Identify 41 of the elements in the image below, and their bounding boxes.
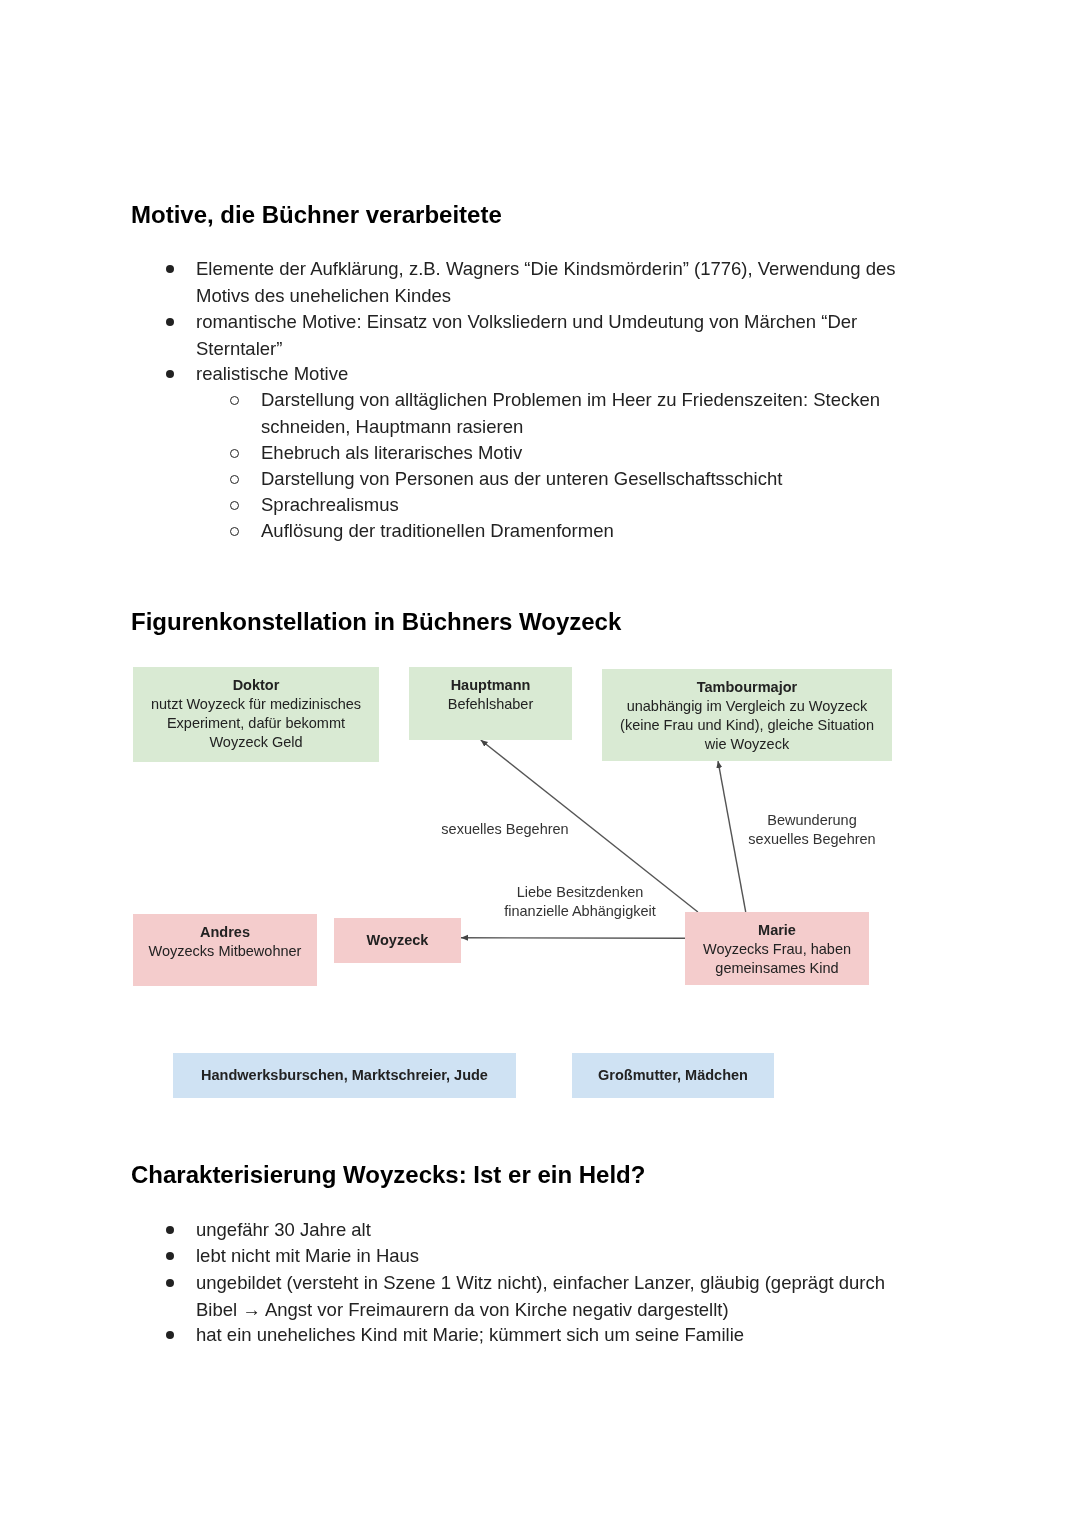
character-name: Großmutter, Mädchen <box>598 1066 748 1085</box>
character-name: Andres <box>200 923 250 942</box>
character-name: Doktor <box>232 676 280 695</box>
bullet-text: Ehebruch als literarisches Motiv <box>261 441 523 465</box>
character-box <box>173 1053 516 1098</box>
character-box <box>133 667 379 762</box>
bullet-text: hat ein uneheliches Kind mit Marie; kümmert sich um seine Familie <box>196 1323 745 1347</box>
bullet-text: ungefähr 30 Jahre alt <box>196 1218 371 1242</box>
bullet-text: Sprachrealismus <box>261 493 399 517</box>
edge-label: sexuelles Begehren <box>440 820 570 839</box>
bullet-text: Darstellung von alltäglichen Problemen im Heer zu Friedenszeiten: Stecken schneiden, Hauptmann rasieren <box>261 388 882 439</box>
character-name: Marie <box>758 921 796 940</box>
character-box <box>133 914 317 986</box>
edge-label: Liebe Besitzdenken finanzielle Abhängigkeit <box>503 883 657 921</box>
section-heading: Charakterisierung Woyzecks: Ist er ein Held? <box>131 1160 646 1190</box>
character-name: Handwerksburschen, Marktschreier, Jude <box>201 1066 488 1085</box>
edge-label: Bewunderung sexuelles Begehren <box>747 811 877 849</box>
arrow <box>460 934 686 941</box>
character-description: Woyzecks Frau, haben gemeinsames Kind <box>702 940 852 978</box>
character-description: nutzt Woyzeck für medizinisches Experiment, dafür bekommt Woyzeck Geld <box>149 695 363 752</box>
character-box <box>602 669 892 761</box>
arrow <box>480 739 699 913</box>
bullet-text: romantische Motive: Einsatz von Volksliedern und Umdeutung von Märchen “Der Sterntaler” <box>196 310 859 361</box>
character-box <box>572 1053 774 1098</box>
character-name: Hauptmann <box>450 676 531 695</box>
arrow <box>716 760 747 913</box>
section-heading: Motive, die Büchner verarbeitete <box>131 200 502 230</box>
character-description: unabhängig im Vergleich zu Woyzeck (keine Frau und Kind), gleiche Situation wie Woyzeck <box>619 697 875 754</box>
bullet-text: lebt nicht mit Marie in Haus <box>196 1244 420 1268</box>
bullet-text: ungebildet (versteht in Szene 1 Witz nicht), einfacher Lanzer, gläubig (geprägt durch Bibel → Angst vor Freimaurern da von Kirche negativ dargestellt) <box>196 1271 886 1322</box>
character-box <box>409 667 572 740</box>
character-box <box>685 912 869 985</box>
section-heading: Figurenkonstellation in Büchners Woyzeck <box>131 607 622 637</box>
character-name: Woyzeck <box>366 931 429 950</box>
character-description: Befehlshaber <box>447 695 534 714</box>
bullet-text: Auflösung der traditionellen Dramenformen <box>261 519 614 543</box>
character-box <box>334 918 461 963</box>
character-name: Tambourmajor <box>696 678 798 697</box>
bullet-text: realistische Motive <box>196 362 349 386</box>
character-description: Woyzecks Mitbewohner <box>148 942 302 961</box>
bullet-text: Darstellung von Personen aus der unteren Gesellschaftsschicht <box>261 467 783 491</box>
